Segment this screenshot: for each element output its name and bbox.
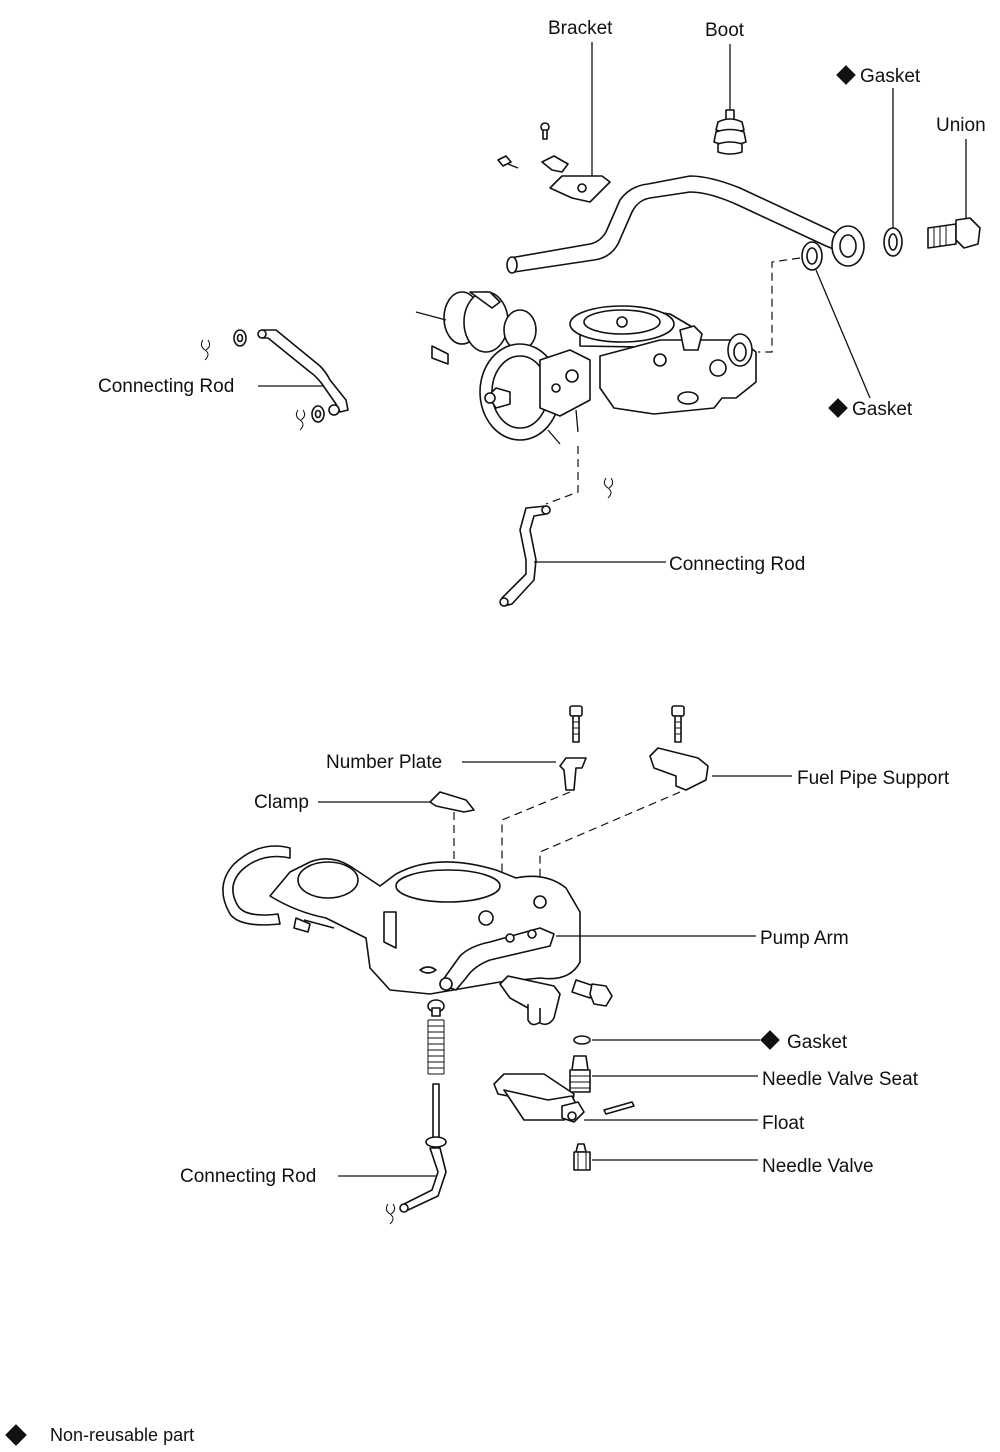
legend-text: Non-reusable part [50, 1425, 194, 1445]
label-gasket-mid: Gasket [852, 399, 913, 420]
clip-part [541, 155, 569, 173]
screw-part [671, 705, 685, 743]
label-needle-valve: Needle Valve [762, 1156, 874, 1177]
needle-valve-seat-part [569, 1055, 591, 1093]
label-needle-valve-seat: Needle Valve Seat [762, 1069, 919, 1090]
gasket-ring-top [883, 227, 903, 257]
spring-part [427, 999, 445, 1075]
carburetor-body-bottom [269, 858, 581, 995]
clamp-part [429, 791, 475, 813]
carburetor-body-top [415, 291, 757, 445]
bolt-part [571, 979, 613, 1007]
connecting-rod-part-mid [499, 505, 551, 607]
pump-arm-part [439, 927, 555, 991]
number-plate-part [559, 757, 587, 791]
float-part [493, 1073, 585, 1123]
boot-part [713, 109, 747, 155]
clip-part [385, 1203, 396, 1225]
diamond-icon [836, 65, 856, 85]
label-gasket-bottom: Gasket [787, 1032, 848, 1053]
label-connecting-rod-bottom: Connecting Rod [180, 1166, 316, 1187]
hose-part [222, 845, 291, 926]
label-gasket-top: Gasket [860, 66, 921, 87]
screw-part [497, 155, 519, 169]
union-bolt-part [927, 217, 981, 249]
label-union: Union [936, 115, 986, 136]
legend: Non-reusable part [5, 1424, 194, 1446]
label-float: Float [762, 1113, 805, 1134]
label-number-plate: Number Plate [326, 752, 442, 773]
diamond-icon [5, 1424, 27, 1446]
label-pump-arm: Pump Arm [760, 928, 849, 949]
fuel-pipe-support-part [649, 747, 709, 791]
label-connecting-rod-left: Connecting Rod [98, 376, 234, 397]
top-assembly: Bracket Boot Gasket Union [98, 18, 986, 607]
connecting-rod-part-left [257, 329, 349, 416]
label-connecting-rod-mid: Connecting Rod [669, 554, 805, 575]
clip-part [603, 477, 614, 499]
washer-part [233, 329, 247, 347]
label-clamp: Clamp [254, 792, 309, 813]
screw-part [569, 705, 583, 743]
float-pin-part [603, 1101, 635, 1115]
washer-part [311, 405, 325, 423]
needle-valve-part [573, 1143, 591, 1171]
screw-part [540, 122, 550, 140]
gasket-ring-mid [801, 241, 823, 271]
clip-part [295, 409, 306, 431]
connecting-rod-part-bottom [399, 1147, 447, 1213]
label-fuel-pipe-support: Fuel Pipe Support [797, 768, 950, 789]
bottom-assembly: Number Plate Fuel Pipe Support Clamp [180, 705, 950, 1225]
clip-part [200, 339, 211, 361]
diamond-icon [828, 398, 848, 418]
label-boot: Boot [705, 20, 745, 41]
pump-plunger-part [425, 1083, 447, 1148]
label-bracket: Bracket [548, 18, 613, 39]
diamond-icon [760, 1030, 780, 1050]
gasket-ring-bottom [573, 1035, 591, 1045]
